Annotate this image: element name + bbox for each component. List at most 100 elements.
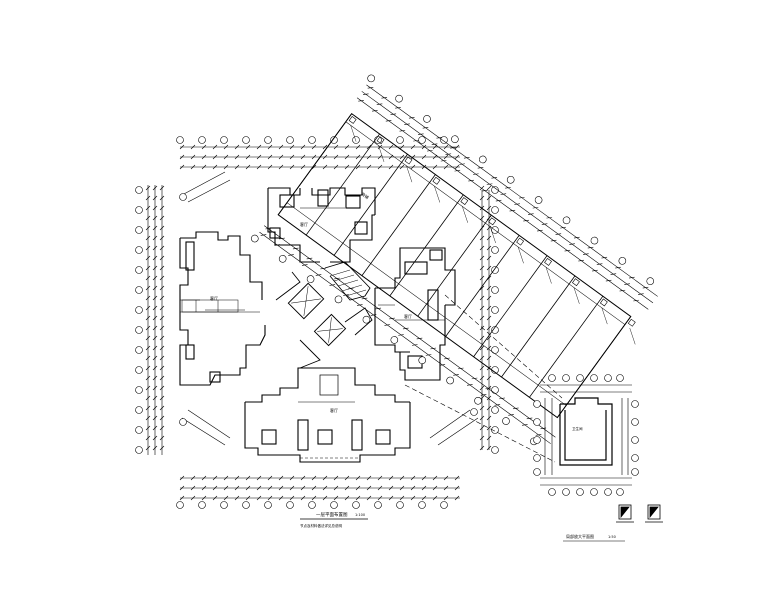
dimension-tick xyxy=(333,485,339,491)
dimension-tick xyxy=(344,154,350,160)
axis-bubble xyxy=(176,136,184,144)
rotated-annex: 商铺 xyxy=(250,74,658,446)
axis-bubble xyxy=(135,306,143,314)
axis-bubble xyxy=(135,426,143,434)
axis-bubble xyxy=(250,234,259,243)
axis-bubble xyxy=(533,468,541,476)
dimension-tick xyxy=(145,235,151,241)
dimension-tick xyxy=(479,355,485,361)
dimension-tick xyxy=(486,305,492,311)
dimension-tick xyxy=(398,334,404,336)
dimension-tick xyxy=(333,475,339,481)
dimension-tick xyxy=(300,164,306,170)
dimension-tick xyxy=(479,325,485,331)
column xyxy=(572,278,580,287)
dimension-tick xyxy=(145,295,151,301)
dimension-tick xyxy=(322,475,328,481)
dimension-tick xyxy=(152,195,158,201)
west-room-label: 客厅 xyxy=(210,295,218,301)
dimension-tick xyxy=(628,276,635,279)
legend-symbols xyxy=(616,504,663,523)
dimension-tick xyxy=(152,365,158,371)
axis-bubble xyxy=(423,115,431,123)
dimension-tick xyxy=(234,485,240,491)
axis-bubble xyxy=(590,374,598,382)
dimension-tick xyxy=(399,144,405,150)
dimension-tick xyxy=(366,485,372,491)
axis-bubble xyxy=(590,236,599,245)
dimension-tick xyxy=(479,385,485,391)
dimension-tick xyxy=(159,365,165,371)
axis-bubble xyxy=(631,400,639,408)
axis-bubble xyxy=(396,501,404,509)
dimension-tick xyxy=(410,475,416,481)
dimension-tick xyxy=(322,164,328,170)
dimension-tick xyxy=(212,485,218,491)
dimension-tick xyxy=(152,415,158,421)
dimension-tick xyxy=(532,206,539,209)
dimension-tick xyxy=(301,264,308,266)
dimension-tick xyxy=(399,475,405,481)
axis-bubble xyxy=(198,501,206,509)
detail-plan: 卫生间 局部放大平面图 1:50 xyxy=(533,374,639,542)
dimension-tick xyxy=(152,435,158,441)
dimension-tick xyxy=(638,293,644,295)
dimension-tick xyxy=(443,154,449,160)
dimension-tick xyxy=(145,395,151,401)
dimension-tick xyxy=(145,415,151,421)
bay-wall xyxy=(556,316,632,418)
axis-bubble xyxy=(491,346,499,354)
dimension-tick xyxy=(523,219,529,222)
dimension-tick xyxy=(190,475,196,481)
dimension-tick xyxy=(289,475,295,481)
dimension-tick xyxy=(410,154,416,160)
dimension-tick xyxy=(289,495,295,501)
dimension-tick xyxy=(311,164,317,170)
dimension-tick xyxy=(375,307,382,310)
dimension-tick xyxy=(145,225,151,231)
axis-bubble xyxy=(135,406,143,414)
axis-bubble xyxy=(135,446,143,454)
dimension-tick xyxy=(421,154,427,160)
dimension-tick xyxy=(145,385,151,391)
dimension-tick xyxy=(445,153,452,155)
axis-bubble xyxy=(135,366,143,374)
dimension-tick xyxy=(289,144,295,150)
dimension-tick xyxy=(615,266,621,269)
column xyxy=(432,176,441,185)
dimension-tick xyxy=(388,475,394,481)
axis-bubble xyxy=(533,400,541,408)
column xyxy=(544,257,552,266)
door-swing xyxy=(462,206,468,223)
dimension-tick xyxy=(402,327,409,330)
left-dimension-ticks xyxy=(145,185,165,451)
dimension-tick xyxy=(479,305,485,311)
axis-bubble xyxy=(418,501,426,509)
dimension-tick xyxy=(212,154,218,160)
dimension-tick xyxy=(159,425,165,431)
dimension-tick xyxy=(159,215,165,221)
axis-bubble xyxy=(646,277,655,285)
dimension-tick xyxy=(278,144,284,150)
detail-scale: 1:50 xyxy=(608,535,616,539)
dimension-tick xyxy=(355,144,361,150)
stair-core xyxy=(275,261,373,369)
bay-wall xyxy=(473,255,548,357)
dimension-tick xyxy=(358,99,364,102)
dimension-tick xyxy=(486,295,492,301)
dimension-tick xyxy=(152,445,158,451)
dimension-tick xyxy=(201,164,207,170)
dimension-tick xyxy=(234,154,240,160)
dimension-tick xyxy=(466,384,473,386)
axis-bubble xyxy=(286,136,294,144)
dimension-tick xyxy=(486,325,492,331)
dimension-tick xyxy=(555,233,562,235)
dimension-tick xyxy=(388,495,394,501)
dimension-tick xyxy=(223,164,229,170)
dimension-tick xyxy=(444,357,450,360)
dimension-tick xyxy=(355,485,361,491)
axis-bubble xyxy=(176,501,184,509)
bay-wall xyxy=(361,174,436,276)
dimension-tick xyxy=(159,405,165,411)
